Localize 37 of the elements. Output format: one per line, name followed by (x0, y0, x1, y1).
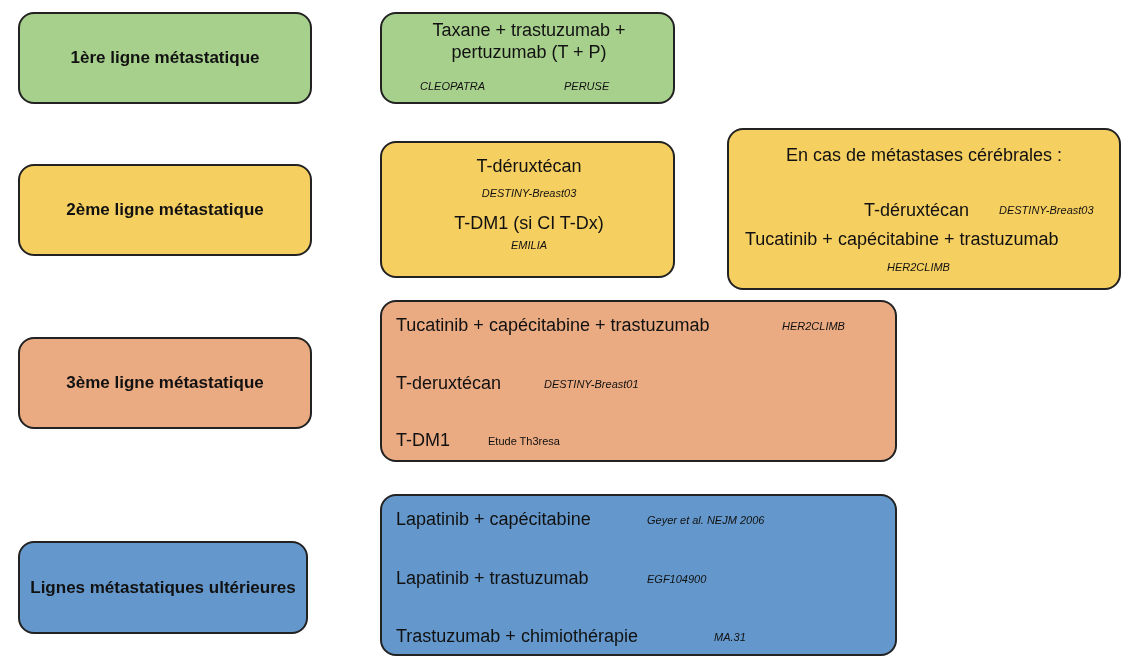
treatment-text: En cas de métastases cérébrales : (785, 145, 1063, 167)
treatment-text: Taxane + trastuzumab + pertuzumab (T + P) (431, 20, 627, 64)
treatment-box (380, 12, 675, 104)
trial-name: DESTINY-Breast01 (544, 378, 639, 392)
treatment-box (380, 141, 675, 278)
trial-name: DESTINY-Breast03 (999, 204, 1094, 218)
line-label: 2ème ligne métastatique (65, 199, 265, 221)
treatment-text: Trastuzumab + chimiothérapie (396, 626, 638, 648)
treatment-text: T-DM1 (396, 430, 450, 452)
treatment-text: T-deruxtécan (396, 373, 502, 395)
treatment-text: T-déruxtécan (476, 156, 582, 178)
treatment-box (727, 128, 1121, 290)
trial-name: MA.31 (714, 631, 746, 645)
trial-name: CLEOPATRA (420, 80, 485, 94)
trial-name: HER2CLIMB (887, 261, 950, 275)
line-label-box (18, 12, 312, 104)
treatment-text: Lapatinib + trastuzumab (396, 568, 589, 590)
line-label: Lignes métastatiques ultérieures (30, 577, 296, 598)
line-label: 1ère ligne métastatique (69, 47, 261, 69)
treatment-text: Tucatinib + capécitabine + trastuzumab (745, 229, 1059, 251)
treatment-box (380, 494, 897, 656)
treatment-box (380, 300, 897, 462)
trial-name: HER2CLIMB (782, 320, 845, 334)
trial-name: DESTINY-Breast03 (481, 187, 577, 201)
line-label-box (18, 337, 312, 429)
trial-name: PERUSE (564, 80, 610, 94)
trial-name: EMILIA (510, 239, 548, 253)
line-label-box (18, 164, 312, 256)
trial-name: Geyer et al. NEJM 2006 (647, 514, 765, 528)
line-label-box (18, 541, 308, 634)
treatment-text: T-DM1 (si CI T-Dx) (454, 213, 604, 235)
trial-name: Etude Th3resa (488, 435, 560, 449)
line-label: 3ème ligne métastatique (65, 372, 265, 394)
treatment-text: T-déruxtécan (864, 200, 970, 222)
treatment-text: Lapatinib + capécitabine (396, 509, 591, 531)
treatment-text: Tucatinib + capécitabine + trastuzumab (396, 315, 710, 337)
trial-name: EGF104900 (647, 573, 707, 587)
